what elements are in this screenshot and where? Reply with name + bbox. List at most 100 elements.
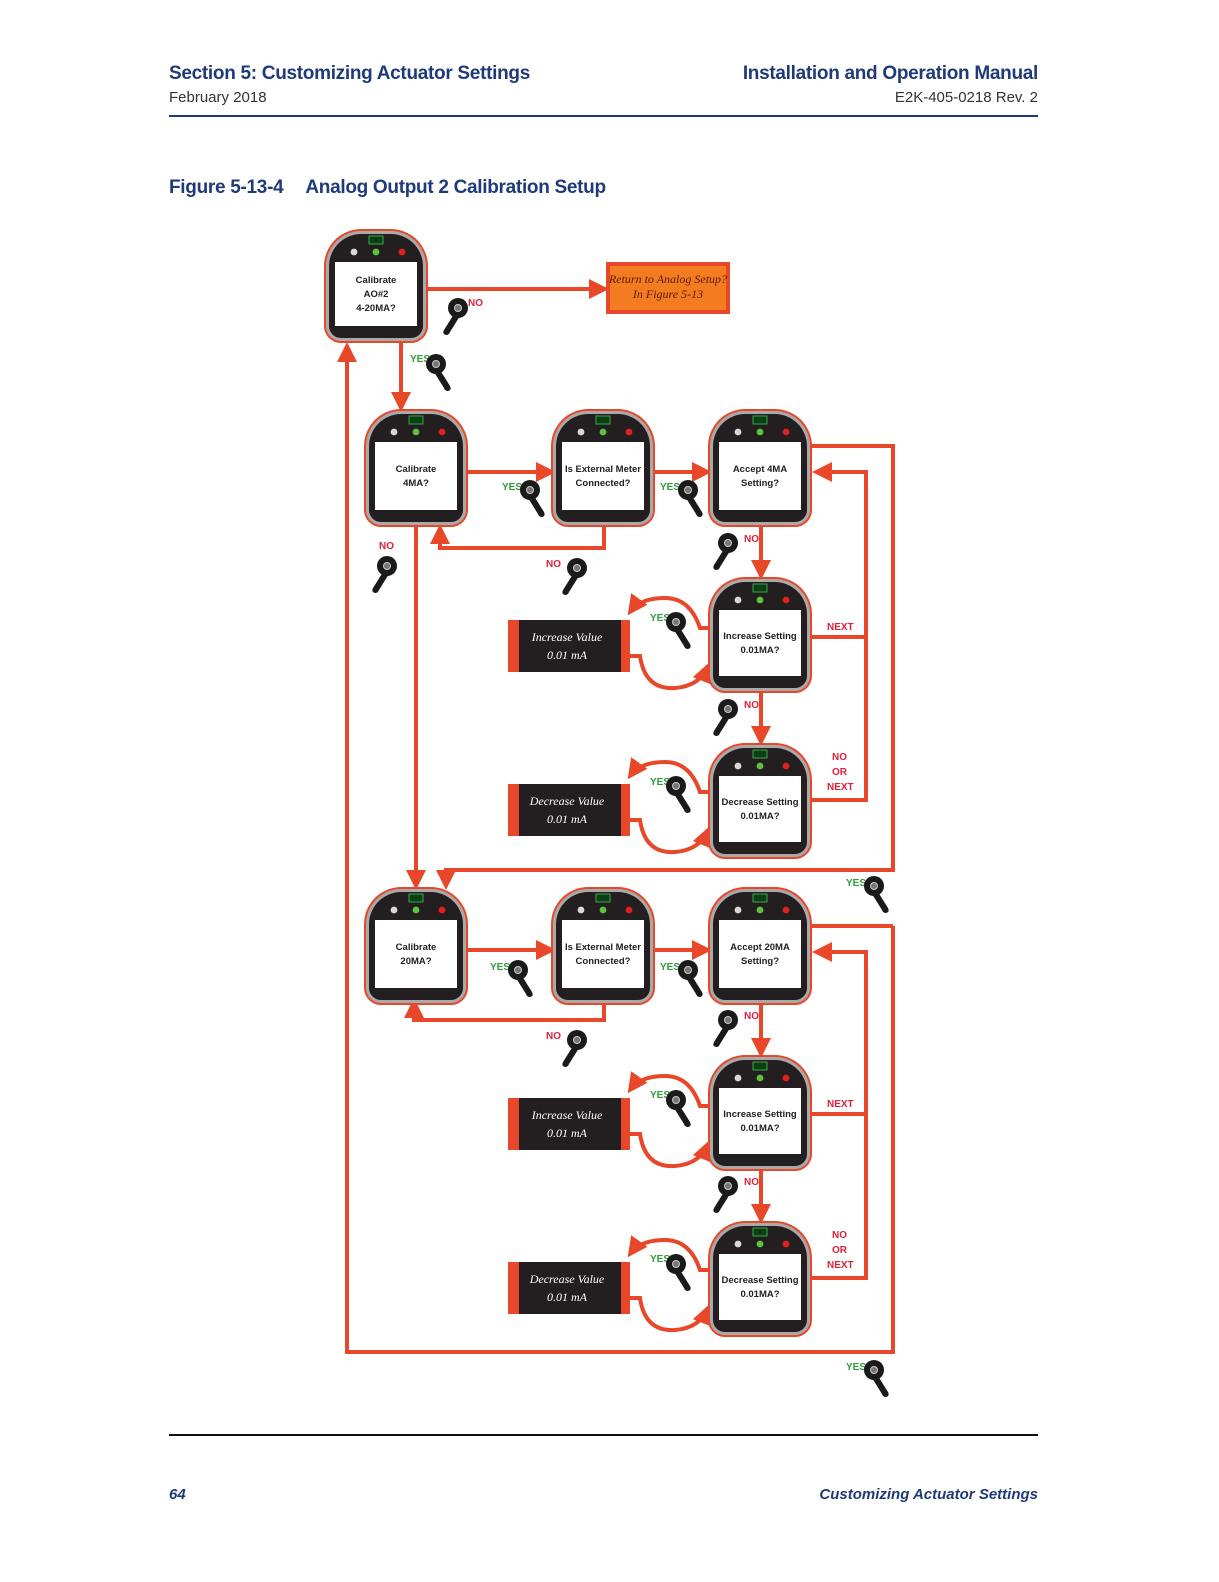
no-label: NO	[744, 534, 759, 545]
selector-knob-icon	[562, 558, 587, 595]
green-led-icon	[412, 906, 420, 914]
screen-text: 4MA?	[403, 478, 429, 489]
device-screen	[335, 262, 417, 326]
red-led-icon	[782, 1074, 790, 1082]
no-label: NO	[744, 700, 759, 711]
screen-text: Connected?	[576, 478, 631, 489]
no-label: NO	[546, 559, 561, 570]
flow-labels: NO YES YES YES NO NO NO YES NEXT NO YES NO OR NEXT YES…	[372, 298, 889, 1397]
return-loop-dec4	[625, 818, 712, 855]
screen-text: Setting?	[741, 478, 779, 489]
value-box-text: Increase Value	[531, 630, 603, 644]
white-led-icon	[734, 428, 742, 436]
selector-knob-icon	[508, 960, 533, 997]
screen-text: Increase Setting	[723, 1109, 797, 1120]
selector-knob-icon	[426, 354, 451, 391]
yes-label: YES	[490, 962, 510, 973]
selector-knob-icon	[713, 699, 738, 736]
selector-knob-icon	[713, 1010, 738, 1047]
no-label: NO	[744, 1011, 759, 1022]
yes-label: YES	[650, 777, 670, 788]
status-display-icon	[752, 1061, 768, 1071]
status-display-icon	[752, 583, 768, 593]
no-or-next-label: NEXT	[827, 782, 854, 793]
no-or-next-label: NO	[832, 752, 847, 763]
no-label: NO	[379, 541, 394, 552]
white-led-icon	[350, 248, 358, 256]
screen-text: Accept 4MA	[733, 464, 788, 475]
red-led-icon	[438, 906, 446, 914]
red-led-icon	[782, 596, 790, 604]
screen-text: AO#2	[364, 289, 389, 300]
green-led-icon	[756, 906, 764, 914]
yes-label: YES	[410, 354, 430, 365]
yes-label: YES	[502, 482, 522, 493]
status-display-icon	[752, 1227, 768, 1237]
yes-loop-dec4	[627, 757, 710, 794]
page-number: 64	[169, 1486, 186, 1503]
yes-label: YES	[846, 1362, 866, 1373]
return-loop-dec20	[625, 1296, 712, 1333]
screen-text: Decrease Setting	[721, 797, 798, 808]
value-box-text: 0.01 mA	[547, 812, 588, 826]
next-arrow-to-accept4	[808, 462, 868, 802]
figure-title: Analog Output 2 Calibration Setup	[305, 177, 606, 198]
return-box-text: Return to Analog Setup?	[608, 272, 727, 286]
yes-label: YES	[650, 1254, 670, 1265]
device-screen	[375, 442, 457, 510]
green-led-icon	[756, 428, 764, 436]
status-display-icon	[595, 415, 611, 425]
status-display-icon	[752, 893, 768, 903]
red-led-icon	[625, 428, 633, 436]
screen-text: 20MA?	[400, 956, 431, 967]
status-display-icon	[408, 893, 424, 903]
red-led-icon	[782, 762, 790, 770]
status-display-icon	[752, 415, 768, 425]
screen-text: Decrease Setting	[721, 1275, 798, 1286]
device-screen	[719, 1088, 801, 1154]
no-or-next-label: NO	[832, 1230, 847, 1241]
selector-knob-icon	[666, 1254, 691, 1291]
white-led-icon	[734, 1240, 742, 1248]
device-screen	[375, 920, 457, 988]
device-screen	[562, 442, 644, 510]
red-led-icon	[398, 248, 406, 256]
no-or-next-label: OR	[832, 1245, 848, 1256]
selector-knob-icon	[443, 298, 468, 335]
selector-knob-icon	[666, 612, 691, 649]
value-box-text: Increase Value	[531, 1108, 603, 1122]
selector-knob-icon	[520, 480, 545, 517]
screen-text: Setting?	[741, 956, 779, 967]
selector-knob-icon	[372, 556, 397, 593]
selector-knob-icon	[678, 480, 703, 517]
screen-text: Connected?	[576, 956, 631, 967]
red-led-icon	[625, 906, 633, 914]
screen-text: Calibrate	[396, 464, 437, 475]
screen-text: Increase Setting	[723, 631, 797, 642]
device-screen	[719, 442, 801, 510]
status-display-icon	[752, 749, 768, 759]
screen-text: Is External Meter	[565, 464, 641, 475]
white-led-icon	[577, 428, 585, 436]
selector-knob-icon	[864, 876, 889, 913]
white-led-icon	[577, 906, 585, 914]
device-screen	[719, 776, 801, 842]
no-label: NO	[546, 1031, 561, 1042]
yes-label: YES	[650, 613, 670, 624]
footer-divider	[169, 1434, 1038, 1436]
next-label: NEXT	[827, 622, 854, 633]
connector-lines	[337, 279, 895, 1354]
selector-knob-icon	[678, 960, 703, 997]
device-screen	[719, 1254, 801, 1320]
selector-knob-icon	[666, 1090, 691, 1127]
next-label: NEXT	[827, 1099, 854, 1110]
yes-label: YES	[660, 962, 680, 973]
